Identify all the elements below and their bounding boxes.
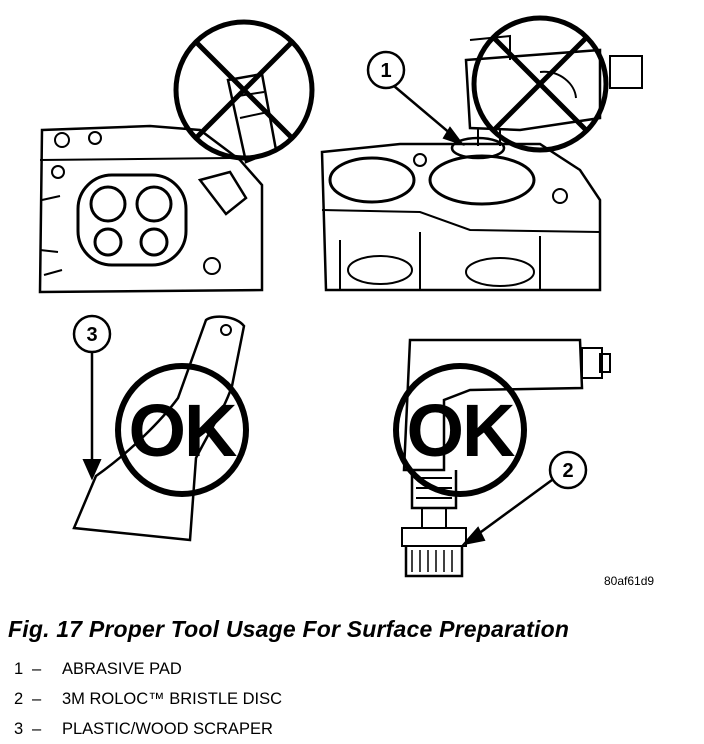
scraper-drawing: [72, 315, 246, 542]
ok-circle-right: [393, 363, 527, 497]
legend-dash: –: [32, 660, 42, 678]
callout-1-label: 1: [380, 60, 391, 82]
legend-text: 3M ROLOC™ BRISTLE DISC: [62, 690, 283, 708]
callout-2: [461, 450, 588, 546]
ok-label-right: OK: [407, 389, 516, 472]
callout-3-label: 3: [86, 324, 97, 346]
prohibited-symbol-left: [173, 19, 315, 161]
legend-item: 2– 3M ROLOC™ BRISTLE DISC: [14, 684, 282, 714]
legend-dash: –: [32, 690, 42, 708]
legend-list: 1–ABRASIVE PAD 2–3M ROLOC™ BRISTLE DISC …: [14, 654, 282, 744]
legend-item: 1– ABRASIVE PAD: [14, 654, 282, 684]
figure-caption: Fig. 17 Proper Tool Usage For Surface Pr…: [8, 616, 570, 642]
legend-number: 1: [14, 660, 24, 678]
ok-label-left: OK: [129, 389, 238, 472]
tool-usage-figure: 1 3 2 OK OK: [38, 15, 643, 578]
legend-dash: –: [32, 720, 42, 738]
figure-code: 80af61d9: [604, 574, 655, 588]
legend-text: ABRASIVE PAD: [62, 660, 182, 678]
ok-circle-left: [115, 363, 249, 497]
engine-block-drawing-right: [320, 34, 643, 292]
prohibited-symbol-right: [471, 15, 609, 153]
callout-3: [72, 314, 112, 481]
callout-1: [366, 50, 465, 146]
legend-number: 2: [14, 690, 24, 708]
legend-item: 3– PLASTIC/WOOD SCRAPER: [14, 714, 282, 744]
callout-2-label: 2: [562, 460, 573, 482]
legend-number: 3: [14, 720, 24, 738]
legend-text: PLASTIC/WOOD SCRAPER: [62, 720, 273, 738]
cylinder-head-drawing-left: [38, 72, 278, 294]
